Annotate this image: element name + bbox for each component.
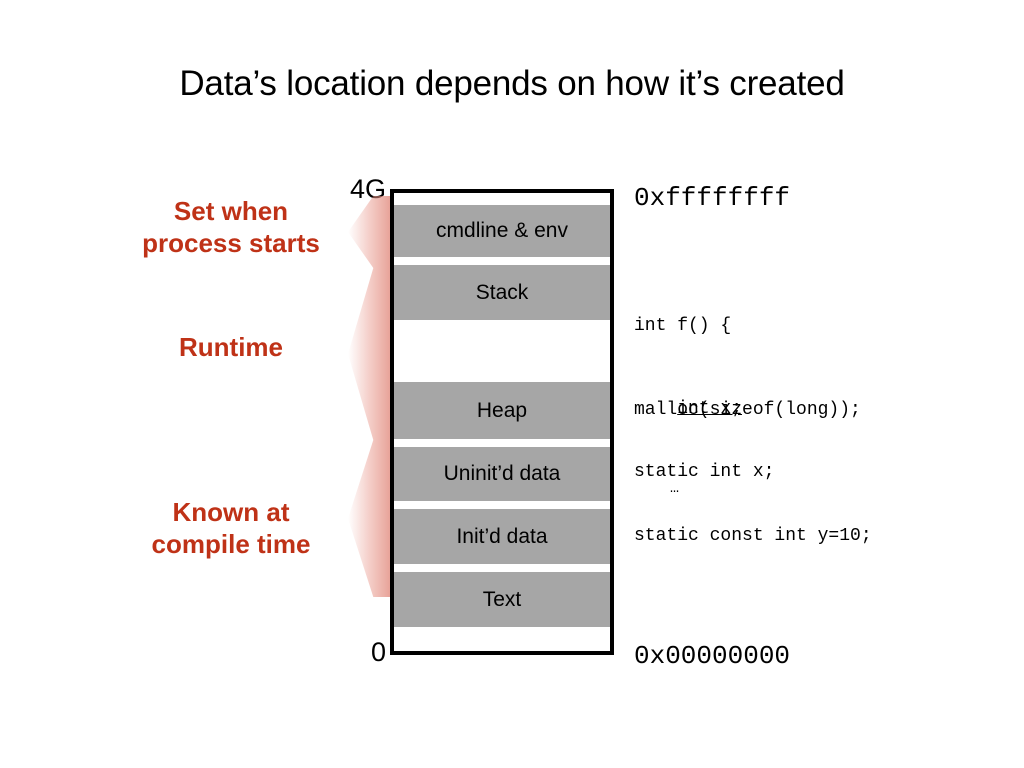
memory-segment-stack: Stack: [394, 265, 610, 320]
annotation-stack-code-line-1: int f() {: [634, 315, 732, 336]
memory-segment-initd-data: Init’d data: [394, 509, 610, 564]
wedge-arrow-known-at-compile-time: [348, 440, 394, 597]
annotation-uninitd-data-code: static int x;: [634, 462, 775, 482]
address-label-top: 4G: [349, 174, 386, 204]
memory-segment-label: Init’d data: [456, 524, 548, 548]
annotation-stack-code: int f() { int x; …: [634, 257, 742, 526]
memory-layout-diagram: cmdline & env Stack Heap Uninit’d data I…: [390, 189, 614, 655]
annotation-heap-code: malloc(sizeof(long));: [634, 400, 861, 420]
phase-label-runtime: Runtime: [179, 332, 283, 362]
memory-segment-label: Text: [482, 587, 522, 611]
page-title: Data’s location depends on how it’s crea…: [179, 64, 845, 103]
phase-label-set-when-process-starts: Set when process starts: [142, 196, 320, 258]
memory-segment-heap: Heap: [394, 382, 610, 439]
annotation-bottom-address: 0x00000000: [634, 641, 791, 671]
annotation-top-address: 0xffffffff: [634, 183, 791, 213]
annotation-initd-data-code: static const int y=10;: [634, 526, 872, 546]
memory-segment-cmdline-env: cmdline & env: [394, 205, 610, 257]
memory-segment-label: Stack: [475, 280, 529, 304]
memory-segment-text: Text: [394, 572, 610, 627]
memory-segment-label: Uninit’d data: [443, 462, 561, 485]
address-label-bottom: 0: [370, 637, 386, 667]
phase-label-known-at-compile-time: Known at compile time: [151, 497, 311, 559]
memory-segment-label: Heap: [476, 398, 528, 422]
wedge-arrow-runtime: [348, 268, 394, 440]
annotation-stack-code-line-3: …: [670, 480, 680, 498]
memory-segment-label: cmdline & env: [436, 219, 568, 242]
annotation-stack-code-line-2: int x;: [677, 399, 743, 420]
memory-segment-uninitd-data: Uninit’d data: [394, 447, 610, 501]
